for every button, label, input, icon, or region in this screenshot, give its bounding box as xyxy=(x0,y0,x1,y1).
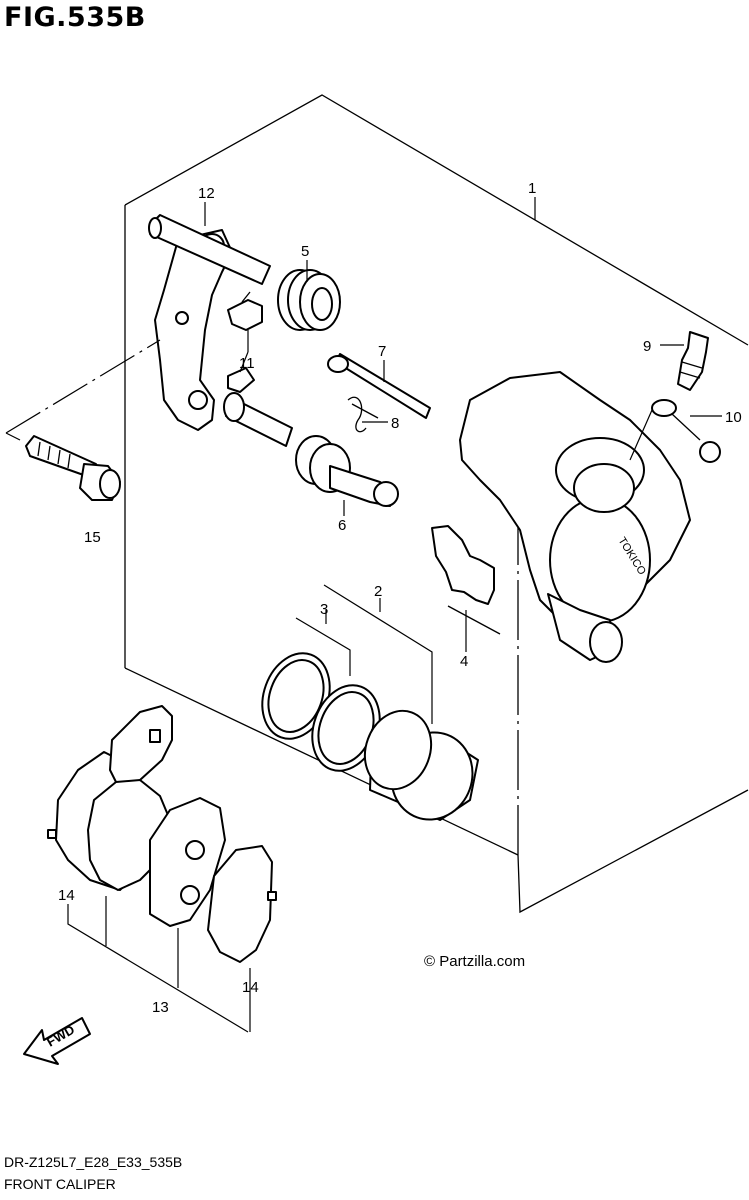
callout-4: 4 xyxy=(460,653,468,670)
bolt-7[interactable] xyxy=(327,353,431,419)
footer-diagram-name: FRONT CALIPER xyxy=(4,1176,116,1192)
caliper-bracket[interactable] xyxy=(148,214,293,447)
caliper-body[interactable]: TOKICO xyxy=(459,371,691,663)
callout-14-left: 14 xyxy=(58,887,75,904)
callout-13: 13 xyxy=(152,999,169,1016)
callout-7: 7 xyxy=(378,343,386,360)
brake-pad-set[interactable] xyxy=(47,705,277,963)
watermark: © Partzilla.com xyxy=(424,953,526,970)
callout-9: 9 xyxy=(643,338,651,355)
clip-8[interactable] xyxy=(347,396,379,433)
callout-labels: 1 2 3 4 5 6 7 8 9 10 11 12 13 14 14 15 xyxy=(58,180,742,1016)
leader-lines xyxy=(5,197,722,1033)
callout-14-right: 14 xyxy=(242,979,259,996)
pad-spring-upper[interactable] xyxy=(227,291,263,331)
pad-spring-lower[interactable] xyxy=(227,367,255,393)
piston-seal[interactable] xyxy=(251,644,341,749)
callout-15: 15 xyxy=(84,529,101,546)
callout-6: 6 xyxy=(338,517,346,534)
callout-1: 1 xyxy=(528,180,536,197)
callout-5: 5 xyxy=(301,243,309,260)
callout-11: 11 xyxy=(239,355,255,372)
piston[interactable] xyxy=(354,701,484,831)
dust-seal[interactable] xyxy=(301,676,391,781)
callout-3: 3 xyxy=(320,601,328,618)
callout-12: 12 xyxy=(198,185,215,202)
callout-2: 2 xyxy=(374,583,382,600)
callout-10: 10 xyxy=(725,409,742,426)
bleeder-valve[interactable] xyxy=(677,331,709,391)
footer-diagram-code: DR-Z125L7_E28_E33_535B xyxy=(4,1154,183,1170)
boot[interactable] xyxy=(277,269,341,331)
boot-with-pin[interactable] xyxy=(295,435,399,507)
callout-8: 8 xyxy=(391,415,399,432)
bolt-15[interactable] xyxy=(25,435,121,501)
pad-clip[interactable] xyxy=(431,525,501,635)
figure-title: FIG.535B xyxy=(4,2,146,33)
forward-arrow-icon: FWD xyxy=(23,1017,91,1065)
bleeder-cap[interactable] xyxy=(651,399,721,463)
